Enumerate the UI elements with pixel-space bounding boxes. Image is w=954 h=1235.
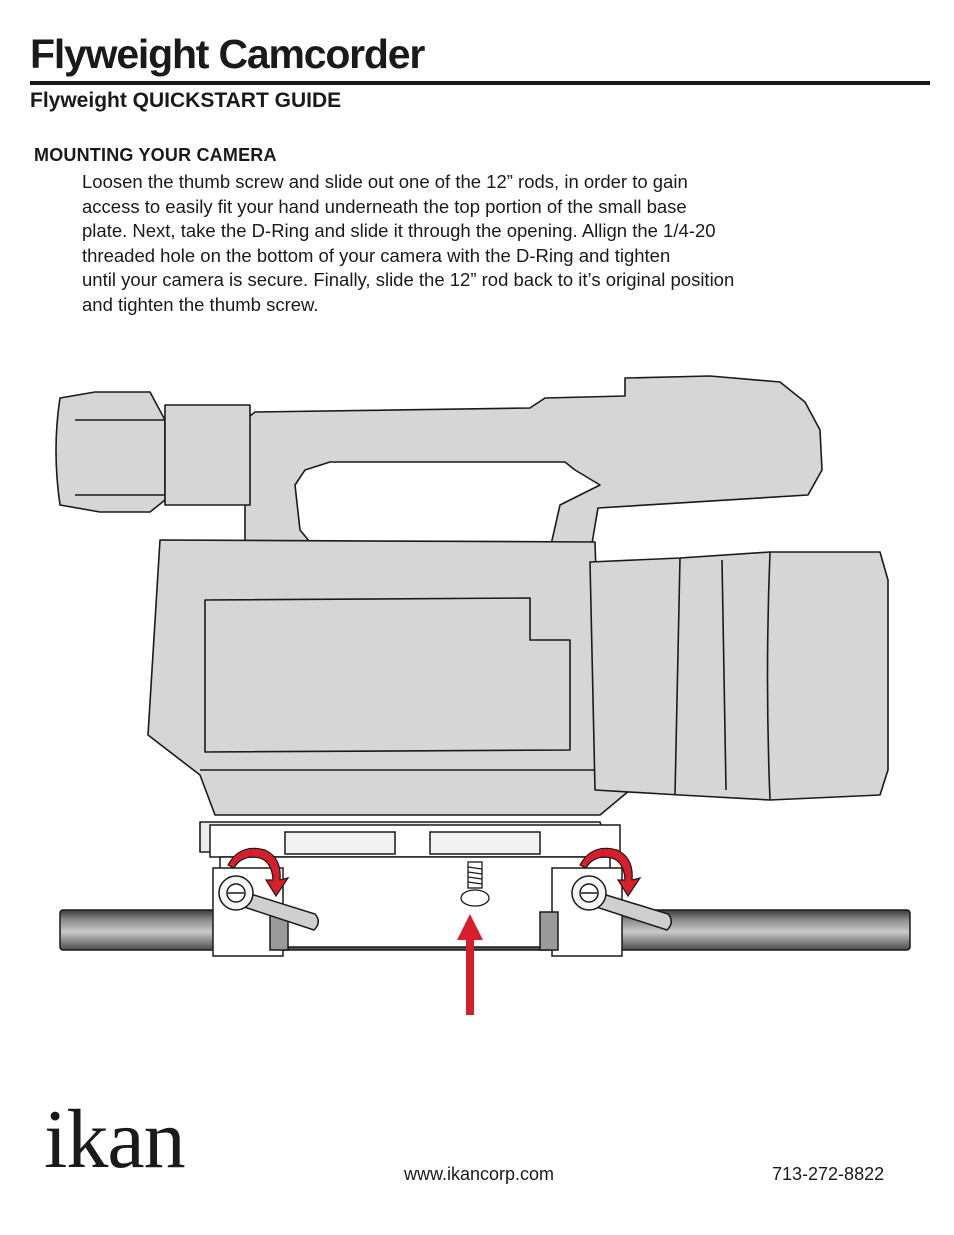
page-subtitle: Flyweight QUICKSTART GUIDE	[30, 89, 342, 112]
instruction-line: access to easily fit your hand underneat…	[82, 195, 687, 217]
thumb-screw-right	[571, 875, 672, 931]
ikan-logo: ikan	[44, 1093, 186, 1186]
section-heading: MOUNTING YOUR CAMERA	[34, 145, 277, 165]
instruction-line: plate. Next, take the D-Ring and slide i…	[82, 220, 716, 241]
rotate-arrow-right-icon	[579, 847, 642, 898]
rotate-arrow-left-icon	[227, 847, 290, 898]
base-plate	[209, 824, 623, 957]
instruction-line: and tighten the thumb screw.	[82, 293, 319, 315]
d-ring-screw	[460, 861, 490, 907]
pointer-arrow-icon	[457, 914, 483, 1015]
website-link[interactable]: www.ikancorp.com	[404, 1164, 555, 1184]
camcorder-icon	[55, 375, 889, 853]
title-divider	[30, 81, 930, 85]
instruction-line: threaded hole on the bottom of your came…	[82, 244, 671, 266]
camera-mounting-illustration	[55, 375, 911, 1015]
instruction-line: Loosen the thumb screw and slide out one…	[82, 171, 688, 192]
page-title: Flyweight Camcorder	[30, 31, 425, 77]
instruction-line: until your camera is secure. Finally, sl…	[82, 269, 735, 290]
instructions-paragraph: Loosen the thumb screw and slide out one…	[82, 170, 902, 317]
phone-number: 713-272-8822	[772, 1164, 885, 1184]
thumb-screw-left	[218, 875, 319, 931]
